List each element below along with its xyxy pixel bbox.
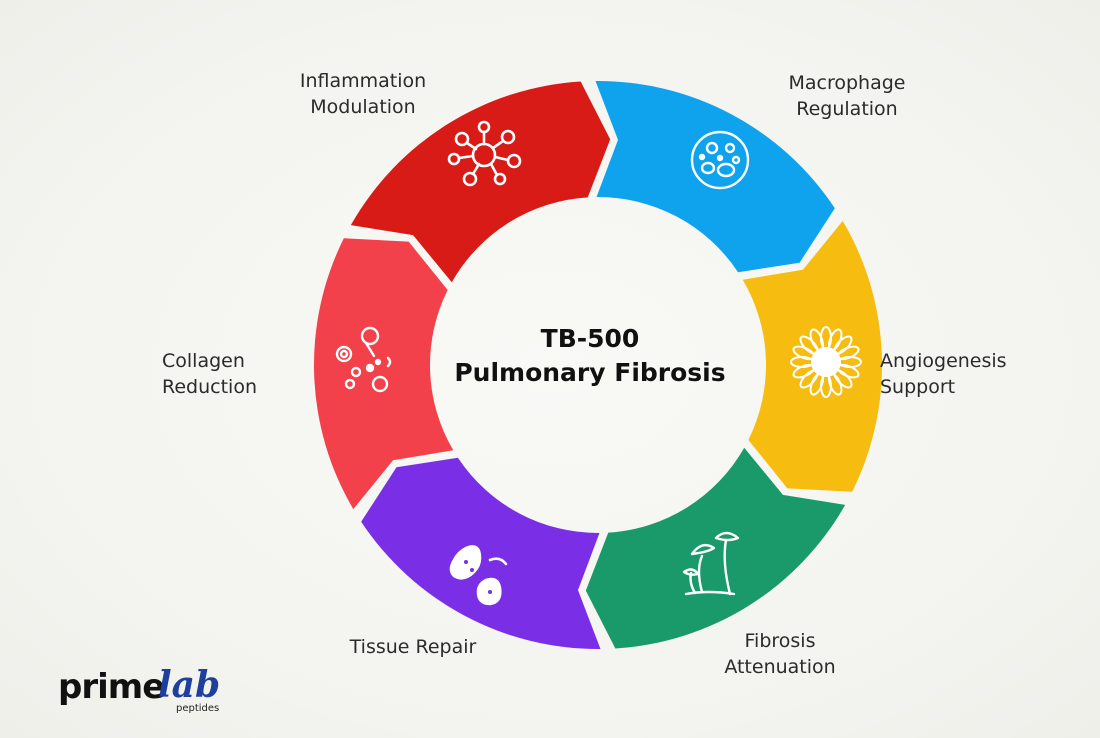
petri-dish-cells-icon <box>690 130 750 190</box>
title-line-1: TB-500 <box>540 324 640 353</box>
segment-inflammation <box>350 81 611 283</box>
mushrooms-icon <box>682 531 740 596</box>
segment-macrophage <box>595 80 835 273</box>
label-line: Attenuation <box>724 656 836 678</box>
label-line: Support <box>880 376 956 398</box>
logo-tagline: peptides <box>176 703 220 714</box>
segment-collagen <box>314 238 454 510</box>
label-line: Tissue Repair <box>349 636 477 658</box>
label-line: Fibrosis <box>744 630 816 652</box>
label-tissue-repair: Tissue Repair <box>318 634 508 660</box>
label-inflammation-modulation: Inflammation Modulation <box>268 68 458 120</box>
center-title: TB-500 Pulmonary Fibrosis <box>440 322 740 390</box>
label-line: Regulation <box>796 98 898 120</box>
label-line: Modulation <box>310 96 416 118</box>
label-fibrosis-attenuation: Fibrosis Attenuation <box>690 628 870 680</box>
logo-wordmark-accent: lab <box>158 664 221 706</box>
label-collagen-reduction: Collagen Reduction <box>162 348 292 400</box>
sunflower-icon <box>790 326 862 398</box>
label-angiogenesis-support: Angiogenesis Support <box>880 348 1080 400</box>
label-line: Inflammation <box>299 70 427 92</box>
label-macrophage-regulation: Macrophage Regulation <box>752 70 942 122</box>
label-line: Collagen <box>162 350 245 372</box>
label-line: Reduction <box>162 376 257 398</box>
cells-icon <box>449 545 508 606</box>
segment-fibrosis <box>585 447 846 649</box>
title-line-2: Pulmonary Fibrosis <box>454 358 726 387</box>
molecule-network-icon <box>447 120 522 187</box>
collagen-molecules-icon <box>335 326 392 393</box>
logo-wordmark: prime <box>58 667 165 707</box>
brand-logo: prime lab peptides <box>58 664 233 717</box>
label-line: Macrophage <box>788 72 906 94</box>
label-line: Angiogenesis <box>880 350 1007 372</box>
